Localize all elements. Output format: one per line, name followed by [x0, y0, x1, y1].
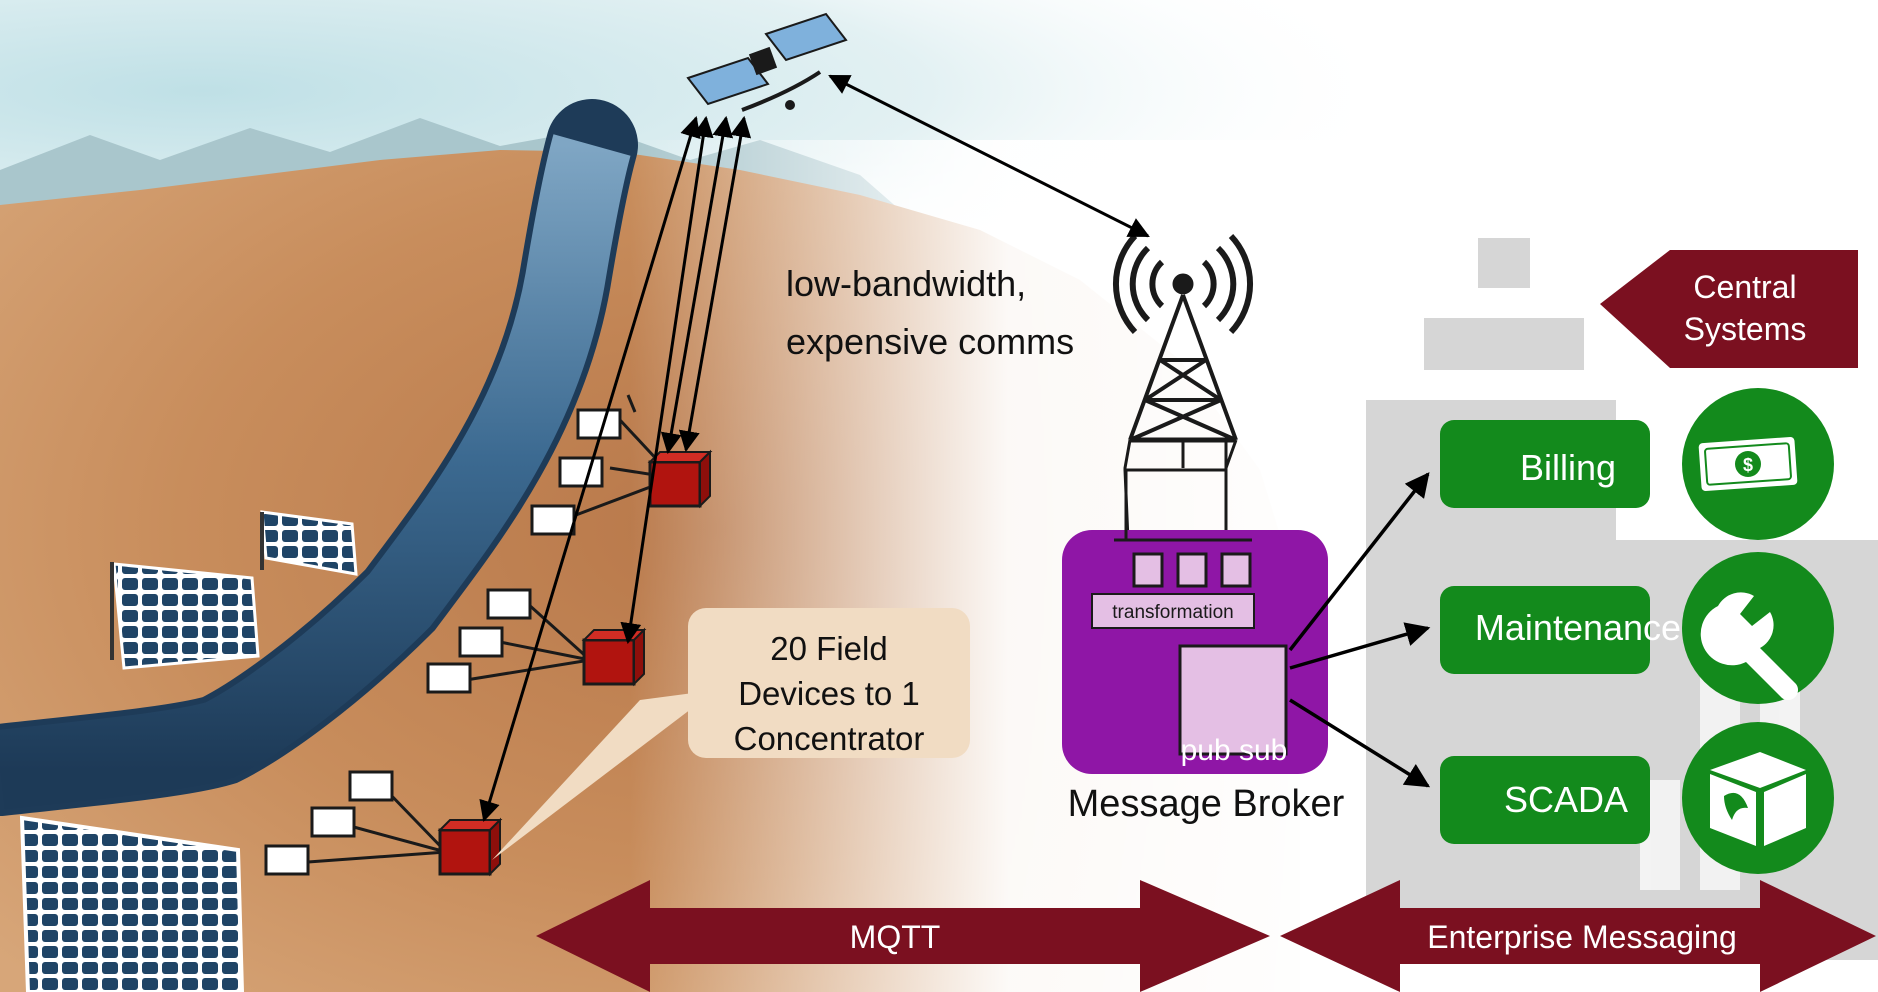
callout-line-3: Concentrator	[734, 720, 925, 757]
pubsub-box	[1178, 644, 1288, 756]
concentrator-3	[437, 817, 503, 877]
annotation-line-1: low-bandwidth,	[786, 263, 1026, 304]
scada-system: SCADA	[1440, 722, 1834, 874]
transformation-label: transformation	[1112, 602, 1233, 623]
broker-to-systems-links	[1288, 472, 1431, 788]
maintenance-label: Maintenance	[1475, 607, 1681, 648]
wrench-icon	[1700, 592, 1799, 701]
mqtt-label: MQTT	[850, 919, 941, 955]
concentrator-2	[581, 627, 647, 687]
transformation-box	[1091, 593, 1255, 629]
solar-panel-medium-icon	[110, 562, 260, 670]
satellite-links	[479, 74, 1150, 823]
central-line-2: Systems	[1684, 311, 1807, 347]
enterprise-label: Enterprise Messaging	[1427, 919, 1736, 955]
field-device-cluster-3	[264, 770, 448, 876]
mqtt-arrow: MQTT	[536, 880, 1270, 992]
billing-label: Billing	[1520, 447, 1616, 488]
message-broker: transformation pub sub	[1062, 440, 1328, 774]
satellite-icon	[686, 12, 848, 112]
callout: 20 Field Devices to 1 Concentrator	[492, 608, 970, 860]
maintenance-system: Maintenance	[1440, 552, 1834, 704]
pubsub-label: pub sub	[1181, 734, 1288, 767]
callout-line-2: Devices to 1	[738, 675, 920, 712]
callout-line-1: 20 Field	[770, 630, 887, 667]
cube-icon	[1710, 752, 1806, 846]
money-icon: $	[1698, 436, 1798, 492]
central-systems-label: Central Systems	[1600, 250, 1858, 368]
central-line-1: Central	[1693, 269, 1796, 305]
enterprise-messaging-arrow: Enterprise Messaging	[1280, 880, 1876, 992]
solar-panel-large-icon	[19, 815, 245, 992]
scada-label: SCADA	[1504, 779, 1628, 820]
billing-system: Billing $	[1440, 388, 1834, 540]
broker-caption: Message Broker	[1068, 783, 1345, 825]
annotation-line-2: expensive comms	[786, 321, 1074, 362]
queue-boxes	[1114, 538, 1252, 588]
solar-panel-small-icon	[260, 510, 358, 576]
concentrator-1	[647, 449, 713, 509]
svg-text:$: $	[1743, 455, 1753, 475]
